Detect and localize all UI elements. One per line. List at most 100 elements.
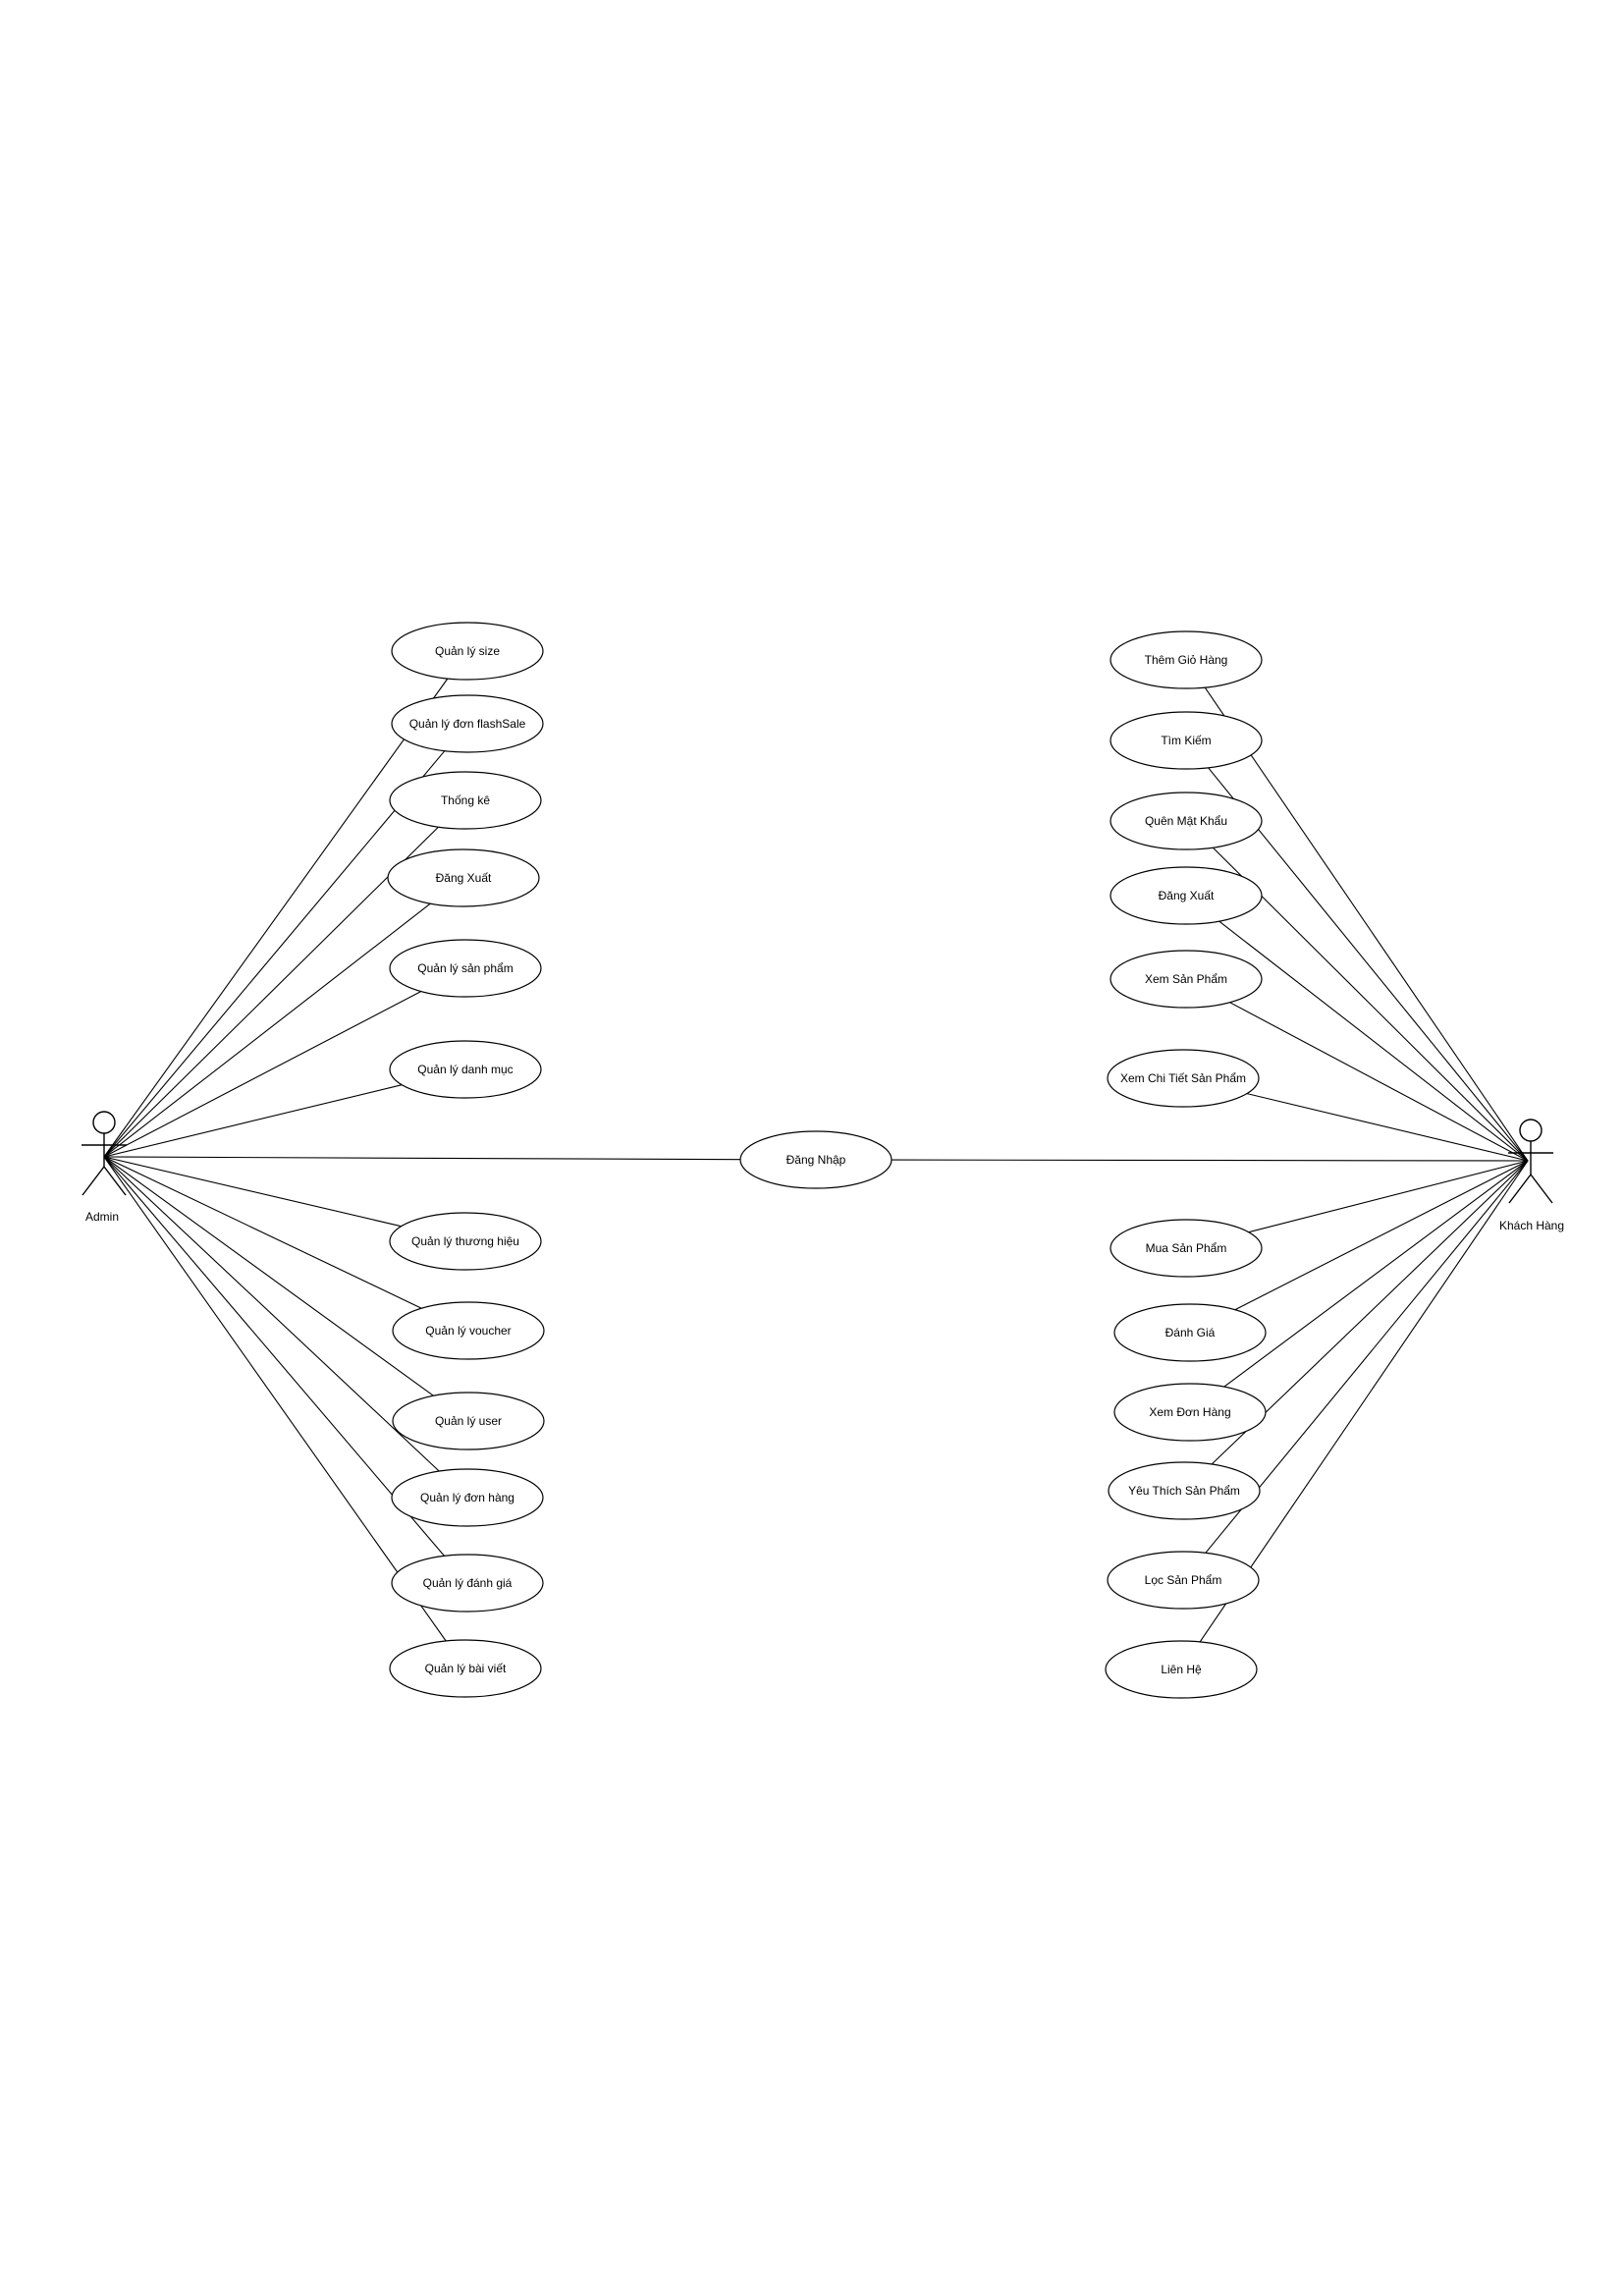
assoc-customer-c-search bbox=[1208, 767, 1529, 1162]
use-case-c-forgot[interactable]: Quên Mật Khẩu bbox=[1110, 792, 1263, 850]
use-case-ellipse bbox=[389, 1639, 542, 1698]
assoc-admin-a-size bbox=[103, 678, 449, 1158]
use-case-a-vouchers[interactable]: Quản lý voucher bbox=[392, 1301, 545, 1360]
actor-customer[interactable]: Khách Hàng bbox=[1499, 1119, 1564, 1232]
use-case-label: Quản lý đơn hàng bbox=[420, 1491, 514, 1504]
use-case-label: Xem Sản Phẩm bbox=[1145, 972, 1227, 986]
use-case-ellipse bbox=[391, 1468, 544, 1527]
use-case-ellipse bbox=[1108, 1461, 1261, 1520]
assoc-customer-c-logout bbox=[1218, 920, 1529, 1162]
use-case-label: Quản lý voucher bbox=[425, 1324, 511, 1338]
use-case-c-contact[interactable]: Liên Hệ bbox=[1105, 1640, 1258, 1699]
use-case-ellipse bbox=[1110, 630, 1263, 689]
use-case-label: Quản lý thương hiệu bbox=[411, 1234, 519, 1248]
assoc-admin-a-posts bbox=[103, 1156, 447, 1642]
use-case-label: Quản lý danh mục bbox=[417, 1063, 513, 1076]
assoc-admin-a-orders bbox=[103, 1156, 440, 1472]
use-case-a-size[interactable]: Quản lý size bbox=[391, 622, 544, 681]
assoc-admin-a-logout bbox=[103, 902, 431, 1158]
use-case-a-logout[interactable]: Đăng Xuất bbox=[387, 848, 540, 907]
use-case-ellipse bbox=[1110, 792, 1263, 850]
use-case-a-brands[interactable]: Quản lý thương hiệu bbox=[389, 1212, 542, 1271]
assoc-customer-c-review bbox=[1234, 1160, 1529, 1311]
use-case-ellipse bbox=[391, 694, 544, 753]
assoc-admin-a-products bbox=[103, 991, 422, 1158]
use-case-c-addcart[interactable]: Thêm Giỏ Hàng bbox=[1110, 630, 1263, 689]
assoc-admin-login bbox=[103, 1156, 741, 1161]
use-case-ellipse bbox=[389, 1212, 542, 1271]
actor-right-leg bbox=[103, 1166, 127, 1196]
actor-left-leg bbox=[1508, 1174, 1532, 1204]
use-case-ellipse bbox=[1110, 711, 1263, 770]
use-case-label: Quản lý user bbox=[435, 1414, 502, 1428]
use-case-c-filter[interactable]: Lọc Sản Phẩm bbox=[1107, 1551, 1260, 1610]
use-case-label: Xem Chi Tiết Sản Phẩm bbox=[1120, 1071, 1246, 1085]
assoc-customer-c-addcart bbox=[1204, 686, 1529, 1162]
use-case-label: Liên Hệ bbox=[1161, 1663, 1202, 1676]
use-case-c-buy[interactable]: Mua Sản Phẩm bbox=[1110, 1219, 1263, 1278]
assoc-customer-c-forgot bbox=[1212, 847, 1529, 1162]
use-case-label: Đăng Xuất bbox=[436, 871, 492, 885]
assoc-admin-a-vouchers bbox=[103, 1156, 422, 1309]
use-case-ellipse bbox=[1107, 1551, 1260, 1610]
use-case-label: Lọc Sản Phẩm bbox=[1145, 1573, 1222, 1587]
actor-admin[interactable]: Admin bbox=[81, 1111, 127, 1224]
use-case-ellipse bbox=[1110, 866, 1263, 925]
actor-head bbox=[1519, 1119, 1543, 1142]
assoc-customer-c-view bbox=[1229, 1002, 1529, 1162]
use-case-ellipse bbox=[1113, 1383, 1267, 1442]
use-case-ellipse bbox=[392, 1392, 545, 1450]
use-case-ellipse bbox=[387, 848, 540, 907]
actor-label: Admin bbox=[85, 1210, 119, 1224]
use-case-ellipse bbox=[1110, 1219, 1263, 1278]
use-case-a-users[interactable]: Quản lý user bbox=[392, 1392, 545, 1450]
actor-right-leg bbox=[1530, 1174, 1553, 1204]
assoc-admin-a-stats bbox=[103, 826, 439, 1158]
use-case-a-orders[interactable]: Quản lý đơn hàng bbox=[391, 1468, 544, 1527]
use-case-a-posts[interactable]: Quản lý bài viết bbox=[389, 1639, 542, 1698]
use-case-a-flashsale[interactable]: Quản lý đơn flashSale bbox=[391, 694, 544, 753]
use-case-ellipse bbox=[392, 1301, 545, 1360]
use-case-c-orders[interactable]: Xem Đơn Hàng bbox=[1113, 1383, 1267, 1442]
use-case-a-categories[interactable]: Quản lý danh mục bbox=[389, 1040, 542, 1099]
use-case-c-detail[interactable]: Xem Chi Tiết Sản Phẩm bbox=[1107, 1049, 1260, 1108]
use-case-c-logout[interactable]: Đăng Xuất bbox=[1110, 866, 1263, 925]
use-case-c-view[interactable]: Xem Sản Phẩm bbox=[1110, 950, 1263, 1009]
use-case-ellipse bbox=[1105, 1640, 1258, 1699]
use-case-ellipse bbox=[739, 1130, 893, 1189]
assoc-customer-c-contact bbox=[1199, 1160, 1529, 1643]
use-case-ellipse bbox=[389, 1040, 542, 1099]
assoc-admin-a-categories bbox=[103, 1084, 403, 1158]
use-case-label: Quản lý sản phẩm bbox=[417, 961, 513, 975]
use-case-ellipse bbox=[389, 939, 542, 998]
use-case-label: Thống kê bbox=[441, 793, 490, 807]
use-case-label: Thêm Giỏ Hàng bbox=[1145, 653, 1228, 667]
use-case-label: Quản lý size bbox=[435, 644, 500, 658]
use-case-c-favorite[interactable]: Yêu Thích Sản Phẩm bbox=[1108, 1461, 1261, 1520]
use-case-c-review[interactable]: Đánh Giá bbox=[1113, 1303, 1267, 1362]
use-case-label: Tìm Kiếm bbox=[1161, 734, 1211, 747]
use-case-login[interactable]: Đăng Nhập bbox=[739, 1130, 893, 1189]
assoc-customer-c-buy bbox=[1248, 1160, 1529, 1233]
use-case-ellipse bbox=[391, 622, 544, 681]
assoc-admin-a-flashsale bbox=[103, 750, 446, 1158]
actor-label: Khách Hàng bbox=[1499, 1219, 1564, 1232]
use-case-label: Đăng Xuất bbox=[1159, 889, 1215, 902]
use-case-ellipse bbox=[1107, 1049, 1260, 1108]
use-case-a-reviews[interactable]: Quản lý đánh giá bbox=[391, 1554, 544, 1613]
actor-head bbox=[92, 1111, 116, 1134]
use-case-ellipse bbox=[1110, 950, 1263, 1009]
use-case-label: Mua Sản Phẩm bbox=[1146, 1241, 1227, 1255]
assoc-customer-login bbox=[891, 1159, 1529, 1162]
use-case-a-stats[interactable]: Thống kê bbox=[389, 771, 542, 830]
use-case-a-products[interactable]: Quản lý sản phẩm bbox=[389, 939, 542, 998]
use-case-ellipse bbox=[1113, 1303, 1267, 1362]
use-case-label: Quản lý đơn flashSale bbox=[409, 717, 526, 731]
assoc-admin-a-brands bbox=[103, 1156, 402, 1228]
use-case-c-search[interactable]: Tìm Kiếm bbox=[1110, 711, 1263, 770]
use-case-label: Quản lý đánh giá bbox=[423, 1576, 513, 1590]
use-case-label: Quản lý bài viết bbox=[425, 1662, 507, 1675]
